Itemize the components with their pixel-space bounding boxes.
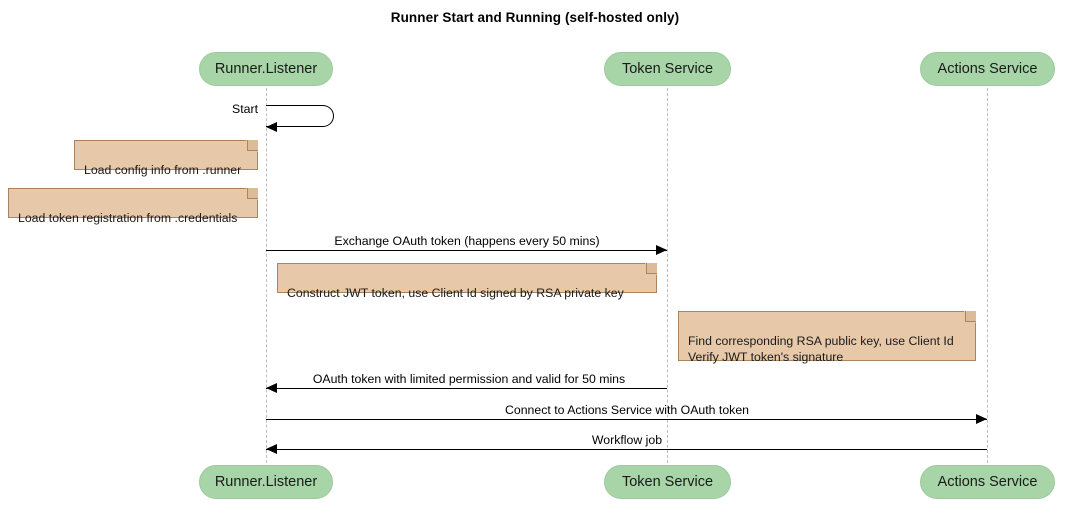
participant-token-service-bottom[interactable]: Token Service — [604, 465, 731, 499]
message-start-label: Start — [232, 102, 258, 116]
participant-runner-listener-bottom[interactable]: Runner.Listener — [199, 465, 333, 499]
lifeline-actions-service — [987, 88, 988, 463]
participant-runner-listener-top[interactable]: Runner.Listener — [199, 52, 333, 86]
participant-token-service-top[interactable]: Token Service — [604, 52, 731, 86]
message-workflow-job-arrowhead — [266, 444, 277, 454]
message-exchange-oauth-token-label: Exchange OAuth token (happens every 50 m… — [334, 234, 600, 248]
message-workflow-job-label: Workflow job — [591, 433, 663, 447]
message-oauth-token-response-label: OAuth token with limited permission and … — [312, 372, 626, 386]
note-load-config-text: Load config info from .runner — [84, 163, 242, 177]
message-connect-actions-service-line — [266, 419, 987, 420]
note-load-token-registration-text: Load token registration from .credential… — [18, 211, 238, 225]
note-fold-corner-icon — [247, 140, 258, 151]
note-fold-corner-icon — [247, 188, 258, 199]
note-construct-jwt-text: Construct JWT token, use Client Id signe… — [287, 286, 624, 300]
note-verify-jwt: Find corresponding RSA public key, use C… — [678, 311, 976, 364]
message-exchange-oauth-token-arrowhead — [656, 245, 667, 255]
message-connect-actions-service-label: Connect to Actions Service with OAuth to… — [504, 403, 750, 417]
diagram-title: Runner Start and Running (self-hosted on… — [390, 10, 680, 25]
note-load-config: Load config info from .runner — [74, 140, 258, 177]
lifeline-token-service — [667, 88, 668, 463]
message-oauth-token-response-arrowhead — [266, 383, 277, 393]
note-construct-jwt: Construct JWT token, use Client Id signe… — [277, 263, 657, 300]
message-start-selfloop — [266, 105, 334, 127]
note-load-token-registration: Load token registration from .credential… — [8, 188, 258, 225]
message-oauth-token-response-line — [266, 388, 667, 389]
note-fold-corner-icon — [965, 311, 976, 322]
message-exchange-oauth-token-line — [266, 250, 667, 251]
participant-actions-service-top[interactable]: Actions Service — [920, 52, 1055, 86]
message-workflow-job-line — [266, 449, 987, 450]
lifeline-runner — [266, 88, 267, 463]
participant-actions-service-bottom[interactable]: Actions Service — [920, 465, 1055, 499]
note-fold-corner-icon — [646, 263, 657, 274]
message-start-arrowhead — [266, 122, 277, 132]
message-connect-actions-service-arrowhead — [976, 414, 987, 424]
note-verify-jwt-text: Find corresponding RSA public key, use C… — [688, 334, 954, 364]
